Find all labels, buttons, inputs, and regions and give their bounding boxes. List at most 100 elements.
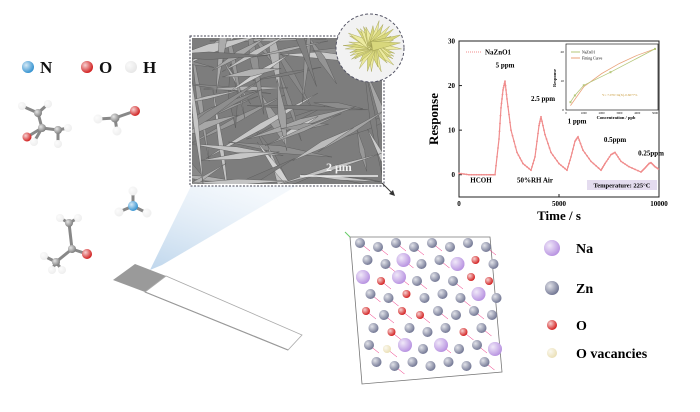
acetone-atom-highlight xyxy=(58,266,66,274)
lattice-atom-zn-highlight xyxy=(469,306,479,316)
annotation-label: 5 ppm xyxy=(496,62,515,70)
response-data-point xyxy=(579,142,582,145)
y-tick-label: 10 xyxy=(448,127,456,135)
lattice-atom-o-vacancy-highlight xyxy=(383,345,391,353)
lattice-atom-o-highlight xyxy=(402,290,411,298)
nanoneedle xyxy=(201,151,280,161)
isopropanol-atom-highlight xyxy=(18,102,26,110)
inset-x-tick-label: 0 xyxy=(565,111,567,115)
response-data-point xyxy=(488,173,490,176)
annotation-label: 1 ppm xyxy=(568,117,587,125)
inset-y-label: Response xyxy=(552,69,557,87)
annotation-label: 0.5ppm xyxy=(604,136,627,144)
isopropanol-atom-highlight xyxy=(34,109,42,117)
response-data-point xyxy=(475,173,478,176)
response-data-point xyxy=(568,162,570,165)
response-data-point xyxy=(485,173,488,176)
response-data-point xyxy=(577,135,579,138)
acetone-atom-highlight xyxy=(56,214,64,222)
legend-label: H xyxy=(143,58,156,77)
lattice-atom-zn-highlight xyxy=(391,238,401,248)
y-tick-label: 20 xyxy=(448,82,456,90)
response-data-point xyxy=(491,173,493,176)
response-data-point xyxy=(567,166,569,168)
arrow-head-icon xyxy=(389,190,395,196)
lattice-atom-zn-highlight xyxy=(404,323,415,333)
x-tick-label: 10000 xyxy=(650,200,668,208)
lattice-atom-zn-highlight xyxy=(433,306,443,316)
lattice-atom-zn-highlight xyxy=(479,357,490,367)
lattice-atom-zn-highlight xyxy=(488,259,499,269)
nanoneedle xyxy=(227,64,239,128)
nanoneedle xyxy=(248,40,329,59)
response-data-point xyxy=(564,167,566,170)
response-data-point xyxy=(538,122,541,125)
response-data-point xyxy=(478,173,480,176)
lattice-atom-zn-highlight xyxy=(481,242,491,252)
bond xyxy=(67,222,74,250)
response-data-point xyxy=(537,132,539,135)
nanoneedle xyxy=(238,158,295,184)
crystal-lattice xyxy=(344,231,503,385)
inset-x-tick-label: 1000 xyxy=(581,111,588,115)
inset-x-tick-label: 2000 xyxy=(599,111,606,115)
response-data-point xyxy=(500,106,502,109)
response-data-point xyxy=(604,162,606,165)
response-data-point xyxy=(547,142,549,145)
formaldehyde-atom-highlight xyxy=(110,113,120,123)
acetone-atom-highlight xyxy=(68,245,76,253)
lattice-atom-zn-highlight xyxy=(451,310,461,320)
inset-data-point xyxy=(582,84,585,87)
response-data-point xyxy=(468,173,470,176)
isopropanol-atom-highlight xyxy=(22,132,32,142)
lattice-atom-na-highlight xyxy=(398,338,412,352)
axis-indicator xyxy=(344,231,351,238)
sensor-strip xyxy=(113,264,303,351)
inset-data-point xyxy=(569,101,572,104)
response-data-point xyxy=(470,173,473,176)
response-data-point xyxy=(480,173,483,176)
lattice-atom-zn-highlight xyxy=(476,323,487,333)
response-data-point xyxy=(603,164,605,167)
nanoneedle xyxy=(192,114,239,134)
lattice-atom-zn-highlight xyxy=(389,361,400,371)
lattice-atom-zn-highlight xyxy=(371,357,382,367)
response-data-point xyxy=(499,114,502,117)
isopropanol-atom-highlight xyxy=(44,100,52,108)
unit-cell-box xyxy=(349,236,503,385)
response-data-point xyxy=(483,173,485,176)
nanoneedle xyxy=(222,68,282,78)
response-data-point xyxy=(548,147,551,149)
lattice-atom-zn-highlight xyxy=(409,242,419,252)
nanoneedle xyxy=(192,61,214,68)
lattice-atom-zn-highlight xyxy=(362,255,373,265)
response-data-point xyxy=(588,157,590,160)
response-data-point xyxy=(496,155,498,158)
response-data-point xyxy=(536,140,538,143)
response-data-point xyxy=(502,86,505,89)
lattice-atom-zn-highlight xyxy=(491,293,502,303)
nanoneedle xyxy=(277,79,288,151)
lattice-atom-zn-highlight xyxy=(455,293,466,303)
response-data-point xyxy=(602,166,604,168)
response-data-point xyxy=(495,164,497,167)
lattice-legend-label: O xyxy=(576,319,587,334)
response-data-point xyxy=(497,147,499,149)
response-data-point xyxy=(533,159,535,162)
lattice-legend-label: Na xyxy=(576,242,593,257)
legend-label: NaZnO1 xyxy=(485,49,512,57)
nanoneedle xyxy=(206,93,318,159)
atom-n-icon-highlight xyxy=(22,61,34,73)
annotation-label: 2.5 ppm xyxy=(531,95,555,103)
response-data-point xyxy=(501,98,503,100)
response-data-point xyxy=(507,105,509,108)
lattice-atom-zn-highlight xyxy=(448,276,458,286)
response-data-point xyxy=(519,157,521,159)
response-data-point xyxy=(657,167,659,170)
response-data-point xyxy=(506,98,508,100)
nanoneedle xyxy=(247,105,368,111)
nanoneedle xyxy=(192,46,210,162)
lattice-atom-o-highlight xyxy=(398,307,406,315)
